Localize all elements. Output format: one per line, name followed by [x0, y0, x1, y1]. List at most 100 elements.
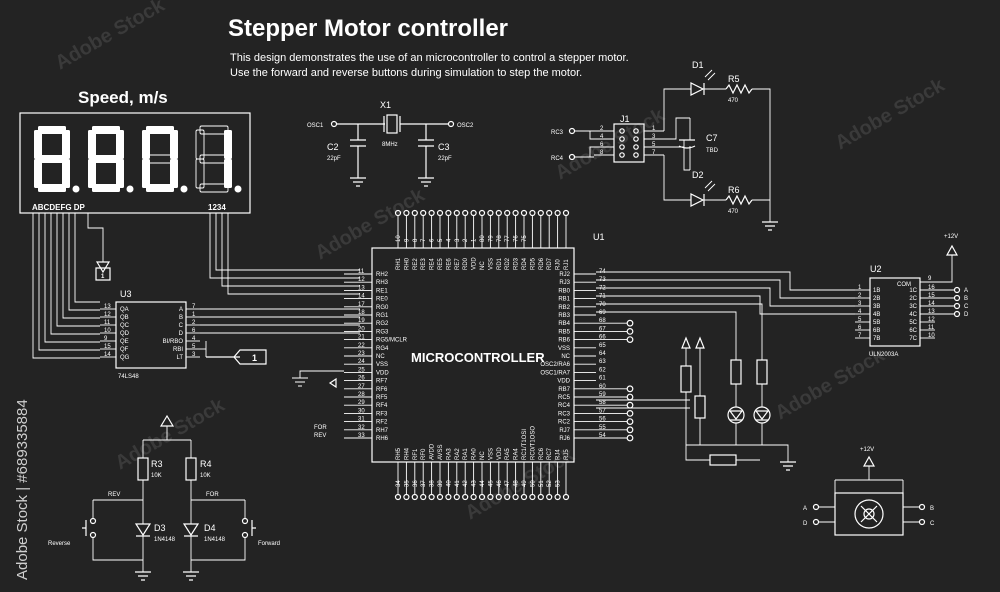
motor-net-b: B: [930, 506, 934, 512]
u3-pin-number: 1: [192, 312, 196, 318]
u1-pin-number: 10: [396, 235, 402, 242]
u3-pin-number: 6: [192, 328, 196, 334]
segment-e: [195, 158, 205, 189]
u2-pin-name: 2B: [873, 296, 880, 302]
r5-value: 470: [728, 98, 739, 104]
u1-pin-number: 1: [472, 238, 478, 242]
segment-c: [62, 159, 70, 188]
u1-pin-name: OSC1/RA7: [540, 370, 570, 376]
u1-pin-name: RD3: [514, 257, 520, 270]
digit-pin-label: 1234: [208, 203, 226, 212]
u1-pin-name: RC2: [558, 420, 571, 426]
u1-pin-name: RC1/T1OSI: [522, 429, 528, 460]
u1-pin-terminal: [626, 418, 634, 426]
j1-pin-contact: [633, 152, 639, 158]
segment-b: [62, 130, 70, 159]
u1-pin-name: RE3: [421, 258, 427, 270]
u1-pin-number: 30: [358, 408, 365, 414]
u1-pin-name: RH1: [396, 257, 402, 270]
u3-pin-name: QA: [120, 307, 129, 313]
u1-pin-name: RA0: [472, 448, 478, 460]
u3-pin-number: 12: [104, 312, 111, 318]
d2-diode: [690, 193, 705, 207]
u1-pin-number: 3: [455, 238, 461, 242]
u1-pin-number: 65: [599, 343, 606, 349]
u2-pin-number: 13: [928, 309, 935, 315]
forward-button-label[interactable]: Forward: [258, 541, 280, 547]
u1-pin-name: RF1: [413, 448, 419, 460]
u2-pin-name: 3B: [873, 304, 880, 310]
forward-button-contact[interactable]: [241, 531, 249, 539]
u1-pin-name: RC3: [558, 411, 571, 417]
u1-pin-name: RJ4: [556, 449, 562, 460]
j1-net-rc4: RC4: [551, 156, 564, 162]
segment-b: [224, 130, 232, 159]
decimal-point: [234, 185, 242, 193]
u1-pin-number: 38: [430, 480, 436, 487]
u1-pin-name: RD0: [463, 257, 469, 270]
description-line-2: Use the forward and reverse buttons duri…: [230, 67, 582, 79]
r5-ref: R5: [728, 74, 740, 84]
j1-pin-number: 4: [600, 134, 604, 140]
decimal-point: [126, 185, 134, 193]
r4-resistor: [185, 457, 197, 481]
u3-pin-name: QG: [120, 355, 130, 361]
u1-pin-terminal: [428, 493, 435, 501]
segment-f: [142, 130, 150, 159]
u1-pin-terminal: [512, 493, 519, 501]
u2-pin-number: 5: [858, 317, 862, 323]
u1-pin-name: VSS: [488, 448, 494, 460]
u2-pin-name: 4B: [873, 312, 880, 318]
dp-flag: [95, 261, 111, 274]
u1-pin-name: RB3: [558, 313, 570, 319]
u1-pin-name: RG2: [376, 321, 389, 327]
segment-d: [146, 184, 174, 192]
u1-pin-number: 42: [463, 480, 469, 487]
u1-pin-name: RG3: [376, 329, 389, 335]
u1-pin-name: RE5: [438, 258, 444, 270]
u1-pin-terminal: [546, 493, 553, 501]
u1-pin-number: 58: [599, 400, 606, 406]
motor-net-d: D: [803, 521, 808, 527]
u1-pin-name: RD6: [539, 257, 545, 270]
u2-supply: +12V: [944, 234, 958, 240]
u2-pin-name: 7C: [909, 336, 917, 342]
r3-value: 10K: [151, 473, 162, 479]
u1-pin-name: RD4: [522, 257, 528, 270]
display-frame: [19, 112, 251, 214]
u2-pin-number: 4: [858, 309, 862, 315]
u1-pin-name: RE0: [376, 297, 388, 303]
lt-flag: [233, 349, 267, 365]
u1-pin-number: 77: [505, 235, 511, 242]
j1-pin-number: 1: [652, 126, 656, 132]
u1-pin-name: RD5: [530, 257, 536, 270]
reverse-button-label[interactable]: Reverse: [48, 541, 71, 547]
segment-e: [34, 159, 42, 188]
u2-pin-number: 16: [928, 285, 935, 291]
u1-pin-number: 56: [599, 417, 606, 423]
watermark-text: Adobe Stock: [52, 0, 170, 74]
mcu-net-for: FOR: [314, 425, 327, 431]
pot: [694, 395, 706, 419]
mcu-to-u2-wires: [596, 271, 855, 471]
crystal-x1: [386, 114, 398, 134]
u2-pin-number: 10: [928, 333, 935, 339]
u1-pin-terminal: [626, 328, 634, 335]
u2-output-net: A: [964, 288, 968, 294]
u1-pin-terminal: [626, 319, 634, 327]
u1-pin-number: 61: [599, 376, 606, 382]
u3-part: 74LS48: [118, 374, 139, 380]
u1-pin-number: 7: [421, 238, 427, 242]
u2-pin-number: 12: [928, 317, 935, 323]
u1-pin-name: RB0: [558, 288, 570, 294]
u1-pin-name: RC6: [539, 447, 545, 460]
reverse-button-contact[interactable]: [89, 531, 97, 539]
reverse-button-contact[interactable]: [89, 517, 97, 525]
u1-pin-terminal: [403, 493, 410, 501]
u1-pin-terminal: [470, 493, 477, 501]
u2-pin-number: 15: [928, 293, 935, 299]
u1-pin-name: OSC2/RA6: [540, 362, 570, 368]
u2-pin-number: 6: [858, 325, 862, 331]
forward-button-contact[interactable]: [241, 517, 249, 525]
watermark-text: Adobe Stock: [832, 74, 950, 155]
